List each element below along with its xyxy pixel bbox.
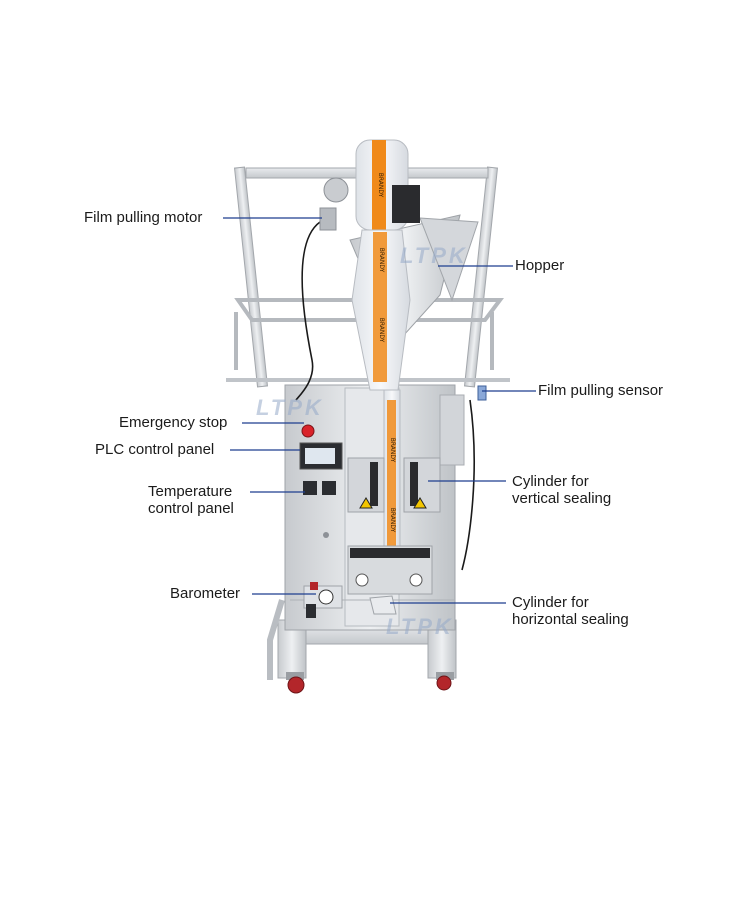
label-temperature-control-panel: Temperature control panel — [148, 483, 234, 517]
label-cylinder-vertical-line-1: Cylinder for — [512, 473, 589, 490]
watermark-middle: LTPK — [256, 395, 324, 420]
caster-left — [286, 672, 305, 694]
watermark-top: LTPK — [400, 243, 468, 268]
label-barometer: Barometer — [170, 585, 241, 602]
label-cylinder-horizontal-sealing: Cylinder for horizontal sealing — [512, 594, 629, 628]
vertical-sealer — [347, 457, 441, 513]
control-panel — [299, 424, 343, 538]
horizontal-sealer — [347, 545, 433, 615]
cables — [295, 221, 475, 571]
label-film-pulling-sensor: Film pulling sensor — [538, 382, 664, 399]
label-emergency-stop: Emergency stop — [119, 414, 228, 431]
watermark-bottom: LTPK — [386, 614, 454, 639]
caster-right — [436, 672, 454, 691]
label-temperature-control-panel-line-1: Temperature — [148, 483, 233, 500]
label-film-pulling-motor: Film pulling motor — [84, 209, 203, 226]
film-print-5: BRANDY — [389, 508, 396, 533]
leader-lines — [223, 217, 536, 604]
film-and-forming-tube — [319, 139, 420, 591]
film-print-4: BRANDY — [389, 438, 396, 463]
film-print-2: BRANDY — [378, 248, 385, 273]
label-hopper: Hopper — [515, 257, 565, 274]
film-print-1: BRANDY — [377, 173, 384, 198]
label-cylinder-horizontal-line-2: horizontal sealing — [512, 611, 629, 628]
film-sensor — [477, 385, 487, 401]
label-cylinder-vertical-line-2: vertical sealing — [512, 490, 612, 507]
label-temperature-control-panel-line-2: control panel — [148, 500, 234, 517]
label-cylinder-vertical-sealing: Cylinder for vertical sealing — [512, 473, 611, 507]
label-cylinder-horizontal-line-1: Cylinder for — [512, 594, 589, 611]
barometer-unit — [303, 582, 343, 618]
film-print-3: BRANDY — [378, 318, 385, 343]
label-plc-control-panel: PLC control panel — [95, 441, 215, 458]
